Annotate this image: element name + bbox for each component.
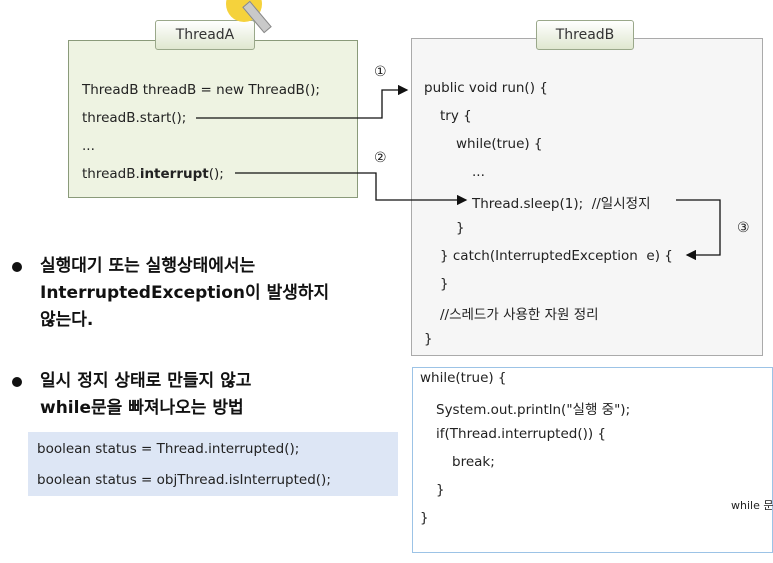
- bullet-1-exception: InterruptedException: [40, 283, 246, 303]
- threada-line-2: threadB.start();: [82, 110, 187, 126]
- loop-line-6: }: [420, 510, 429, 526]
- threada-box: [68, 40, 358, 198]
- bullet-1-line-3: 않는다.: [40, 310, 94, 330]
- threada-line-3: ...: [82, 138, 95, 154]
- threadb-line-3: while(true) {: [456, 136, 543, 152]
- threadb-line-5: Thread.sleep(1); //일시정지: [472, 196, 651, 212]
- arrow-2: [235, 172, 468, 206]
- threada-line-4: threadB.interrupt();: [82, 166, 224, 182]
- loop-code-box: [412, 367, 773, 553]
- marker-1: ①: [374, 64, 387, 80]
- side-label: while 문: [731, 499, 773, 512]
- status-line-1: boolean status = Thread.interrupted();: [37, 441, 300, 457]
- status-line-2: boolean status = objThread.isInterrupted…: [37, 472, 331, 488]
- loop-line-1: while(true) {: [420, 370, 507, 386]
- arrow-1: [196, 84, 409, 119]
- bullet-dot-2: [12, 377, 22, 387]
- bullet-2-suffix: 문을 빠져나오는 방법: [91, 398, 244, 418]
- bullet-2: 일시 정지 상태로 만들지 않고 while문을 빠져나오는 방법: [40, 368, 251, 422]
- marker-3: ③: [737, 220, 750, 236]
- threadb-line-8: }: [440, 276, 449, 292]
- threada-interrupt-suffix: ();: [208, 166, 224, 182]
- threada-interrupt-prefix: threadB.: [82, 166, 140, 182]
- threada-line-1: ThreadB threadB = new ThreadB();: [82, 82, 320, 98]
- threadb-line-7: } catch(InterruptedException e) {: [440, 248, 673, 264]
- bullet-2-line-1: 일시 정지 상태로 만들지 않고: [40, 371, 252, 391]
- loop-line-3: if(Thread.interrupted()) {: [436, 426, 607, 442]
- threadb-line-10: }: [424, 331, 433, 347]
- threadb-line-4: ...: [472, 164, 485, 180]
- status-code-box: [28, 432, 398, 496]
- threadb-line-2: try {: [440, 108, 472, 124]
- bullet-1-line-2: InterruptedException이 발생하지: [40, 280, 329, 307]
- loop-line-5: }: [436, 482, 445, 498]
- threadb-tab: ThreadB: [536, 20, 634, 50]
- marker-2: ②: [374, 150, 387, 166]
- bullet-dot-1: [12, 262, 22, 272]
- threadb-line-6: }: [456, 220, 465, 236]
- bullet-1: 실행대기 또는 실행상태에서는 InterruptedException이 발생…: [40, 253, 329, 334]
- bullet-1-suffix: 이 발생하지: [245, 283, 330, 303]
- loop-line-4: break;: [452, 454, 495, 470]
- threadb-line-9: //스레드가 사용한 자원 정리: [440, 307, 599, 323]
- bullet-2-while: while: [40, 398, 91, 418]
- arrow-3: [676, 199, 721, 261]
- threadb-line-1: public void run() {: [424, 80, 548, 96]
- threada-interrupt-method: interrupt: [139, 166, 209, 182]
- bullet-2-line-2: while문을 빠져나오는 방법: [40, 395, 251, 422]
- threada-tab: ThreadA: [155, 20, 255, 50]
- loop-line-2: System.out.println("실행 중");: [436, 402, 631, 418]
- bullet-1-line-1: 실행대기 또는 실행상태에서는: [40, 256, 256, 276]
